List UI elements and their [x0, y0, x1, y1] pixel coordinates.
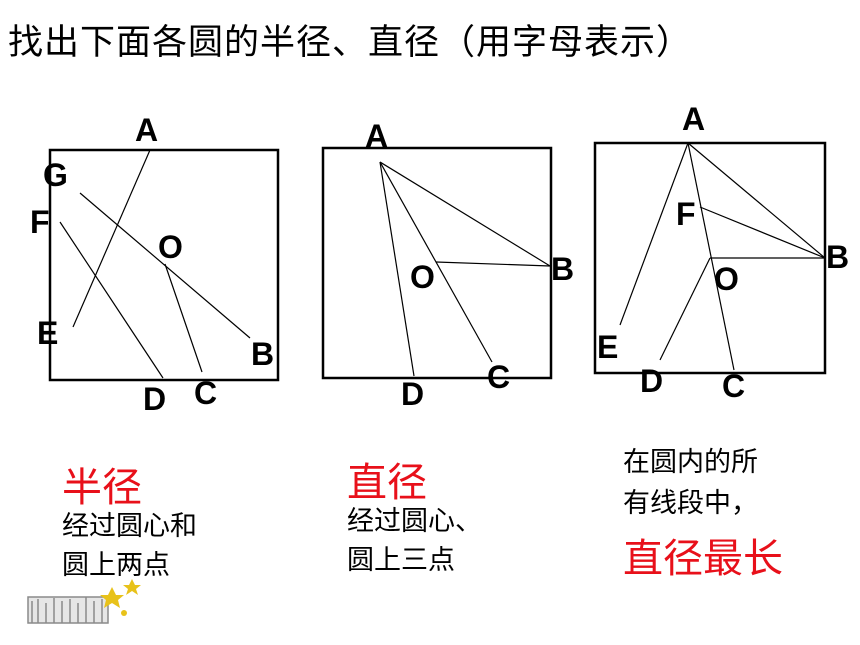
segment-a-b	[687, 142, 826, 259]
label-a: A	[135, 112, 158, 148]
diameter-longest-emphasis: 直径最长	[623, 536, 783, 582]
diameter-term: 直径	[347, 460, 427, 506]
figure-3-labels: A F B O E D C	[597, 101, 849, 404]
label-b: B	[251, 336, 274, 372]
segment-o-b	[435, 261, 551, 267]
slide-title: 找出下面各圆的半径、直径（用字母表示）	[8, 23, 693, 63]
label-d: D	[143, 381, 166, 417]
label-a: A	[682, 101, 705, 137]
label-f: F	[30, 204, 50, 240]
figure-1-labels: A G F O E B D C	[30, 112, 274, 417]
segment-f-d	[59, 221, 164, 379]
longest-note-line-2: 有线段中，	[623, 488, 758, 519]
radius-description-line-1: 经过圆心和	[62, 511, 197, 542]
segment-o-d	[659, 257, 711, 361]
segment-a-d	[379, 161, 415, 377]
decorative-logo	[27, 579, 141, 624]
label-e: E	[37, 315, 58, 351]
figure-1	[48, 148, 280, 382]
label-d: D	[640, 363, 663, 399]
label-o: O	[158, 229, 183, 265]
segment-a-b	[379, 161, 551, 267]
label-c: C	[194, 375, 217, 411]
diameter-description-line-1: 经过圆心、	[347, 506, 482, 537]
segment-f-b	[699, 206, 826, 259]
label-d: D	[401, 376, 424, 412]
longest-note-line-1: 在圆内的所	[623, 447, 758, 478]
label-c: C	[487, 359, 510, 395]
segment-a-e	[619, 142, 689, 326]
label-o: O	[410, 259, 435, 295]
figure-3	[593, 141, 827, 375]
segment-a-e	[72, 149, 151, 328]
diameter-description-line-2: 圆上三点	[347, 545, 455, 576]
figure-1-frame	[48, 148, 280, 382]
label-a: A	[365, 118, 388, 154]
figure-2-frame	[321, 146, 553, 380]
figure-2-labels: A O B C D	[365, 118, 574, 412]
segment-o-c	[164, 263, 203, 373]
label-c: C	[722, 368, 745, 404]
label-f: F	[676, 196, 696, 232]
label-g: G	[43, 157, 68, 193]
figure-2	[321, 146, 553, 380]
radius-description-line-2: 圆上两点	[62, 550, 170, 581]
segment-a-c	[687, 142, 735, 371]
label-e: E	[597, 329, 618, 365]
radius-term: 半径	[62, 465, 142, 511]
label-b: B	[551, 251, 574, 287]
label-b: B	[826, 239, 849, 275]
label-o: O	[714, 261, 739, 297]
